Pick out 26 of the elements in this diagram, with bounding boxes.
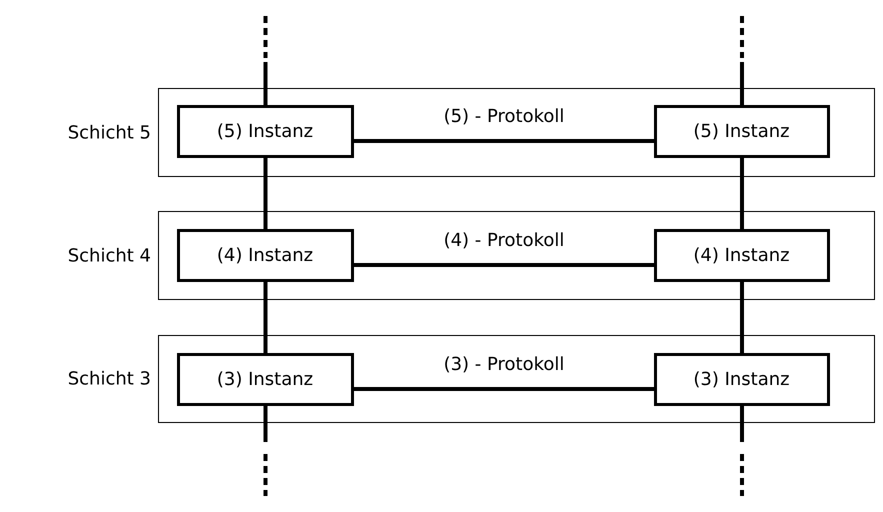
instance-box (654, 228, 830, 282)
connector-line (264, 62, 268, 105)
instance-label: (5) Instanz (216, 120, 314, 142)
connector-line (354, 387, 654, 391)
connector-line (740, 62, 744, 105)
connector-line (354, 139, 654, 143)
layer-label: Schicht 3 (68, 368, 151, 390)
instance-box (176, 228, 354, 282)
instance-box (654, 352, 830, 406)
instance-box (176, 104, 354, 158)
connector-line (264, 158, 268, 229)
instance-label: (3) Instanz (693, 368, 790, 390)
connector-line (354, 263, 654, 267)
layer-label: Schicht 4 (68, 245, 151, 266)
instance-box (176, 352, 354, 406)
instance-label: (3) Instanz (216, 368, 314, 390)
layer-label: Schicht 5 (68, 122, 151, 143)
instance-label: (4) Instanz (216, 244, 314, 266)
connector-line (264, 282, 268, 353)
connector-line (740, 158, 744, 229)
instance-label: (4) Instanz (693, 244, 790, 266)
instance-box (654, 104, 830, 158)
connector-line (740, 282, 744, 353)
connector-line (740, 406, 744, 442)
connector-line (264, 406, 268, 442)
instance-label: (5) Instanz (693, 120, 790, 142)
